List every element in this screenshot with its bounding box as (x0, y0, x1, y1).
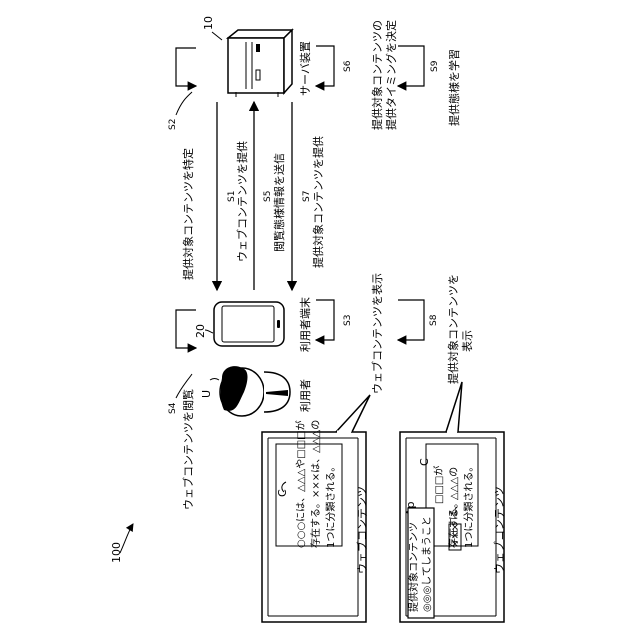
terminal-label: 利用者端末 (298, 297, 312, 352)
s9-loop-arrow (398, 46, 424, 86)
panel-bottom-line1-tail: □□□が (432, 466, 445, 504)
panel-bottom-line2-tail: は、△△△の (448, 467, 460, 520)
figure-ref-100: 100 (110, 542, 123, 563)
s9-code: S9 (430, 60, 440, 72)
s8-line1: 提供対象コンテンツを (446, 274, 460, 384)
panel-top-line3: 1つに分類される。 (325, 462, 337, 548)
s6-loop-arrow (316, 46, 334, 86)
panel-top-title: ウェブコンテンツ (355, 486, 369, 574)
s6-code: S6 (343, 60, 353, 72)
s6-line2: 提供タイミングを決定 (384, 20, 398, 130)
panel-top-line1: ○○○には、△△△や□□□が (294, 420, 307, 548)
s5-text: 閲覧態様情報を送信 (272, 153, 286, 252)
s3-loop-arrow (316, 300, 334, 340)
panel-bottom-ref-c: C (418, 458, 431, 466)
figure-ref-100-arrow (120, 524, 133, 553)
s2-code: S2 (168, 119, 178, 130)
s4-code: S4 (168, 402, 178, 414)
s9-text: 提供態様を学習 (447, 49, 461, 126)
server-ref: 10 (202, 16, 215, 30)
s8-loop-arrow (398, 300, 424, 340)
server-icon (228, 30, 292, 97)
s2-loop-arrow (176, 48, 196, 86)
s8-line2: 表示 (460, 330, 474, 352)
user-label: 利用者 (299, 379, 312, 412)
s5-code: S5 (263, 191, 273, 202)
s3-text: ウェブコンテンツを表示 (370, 273, 384, 394)
panel-bottom-line1-hidden: ◎◎◎してしまうこと (421, 516, 433, 612)
terminal-ref: 20 (194, 324, 207, 338)
s1-text: ウェブコンテンツを提供 (235, 141, 249, 262)
s6-line1: 提供対象コンテンツの (370, 20, 384, 130)
s4-loop-arrow (176, 310, 196, 348)
s2-text: 提供対象コンテンツを特定 (181, 148, 195, 280)
panel-bottom-title: ウェブコンテンツ (492, 486, 506, 574)
smartphone-icon (214, 302, 284, 346)
popup-text: 提供対象コンテンツ (407, 522, 420, 612)
server-label: サーバ装置 (299, 41, 312, 96)
s7-text: 提供対象コンテンツを提供 (311, 136, 325, 268)
user-icon (220, 366, 290, 416)
panel-bottom-line2-box: ××× (450, 523, 461, 548)
panel-top-line2: 存在する。×××は、△△△の (309, 420, 322, 548)
s4-text: ウェブコンテンツを閲覧 (181, 389, 195, 510)
s7-code: S7 (302, 191, 312, 202)
s8-code: S8 (429, 314, 439, 326)
panel-bottom-line3: 1つに分類される。 (463, 462, 475, 548)
s3-code: S3 (343, 315, 353, 326)
user-ref: U (200, 390, 213, 398)
